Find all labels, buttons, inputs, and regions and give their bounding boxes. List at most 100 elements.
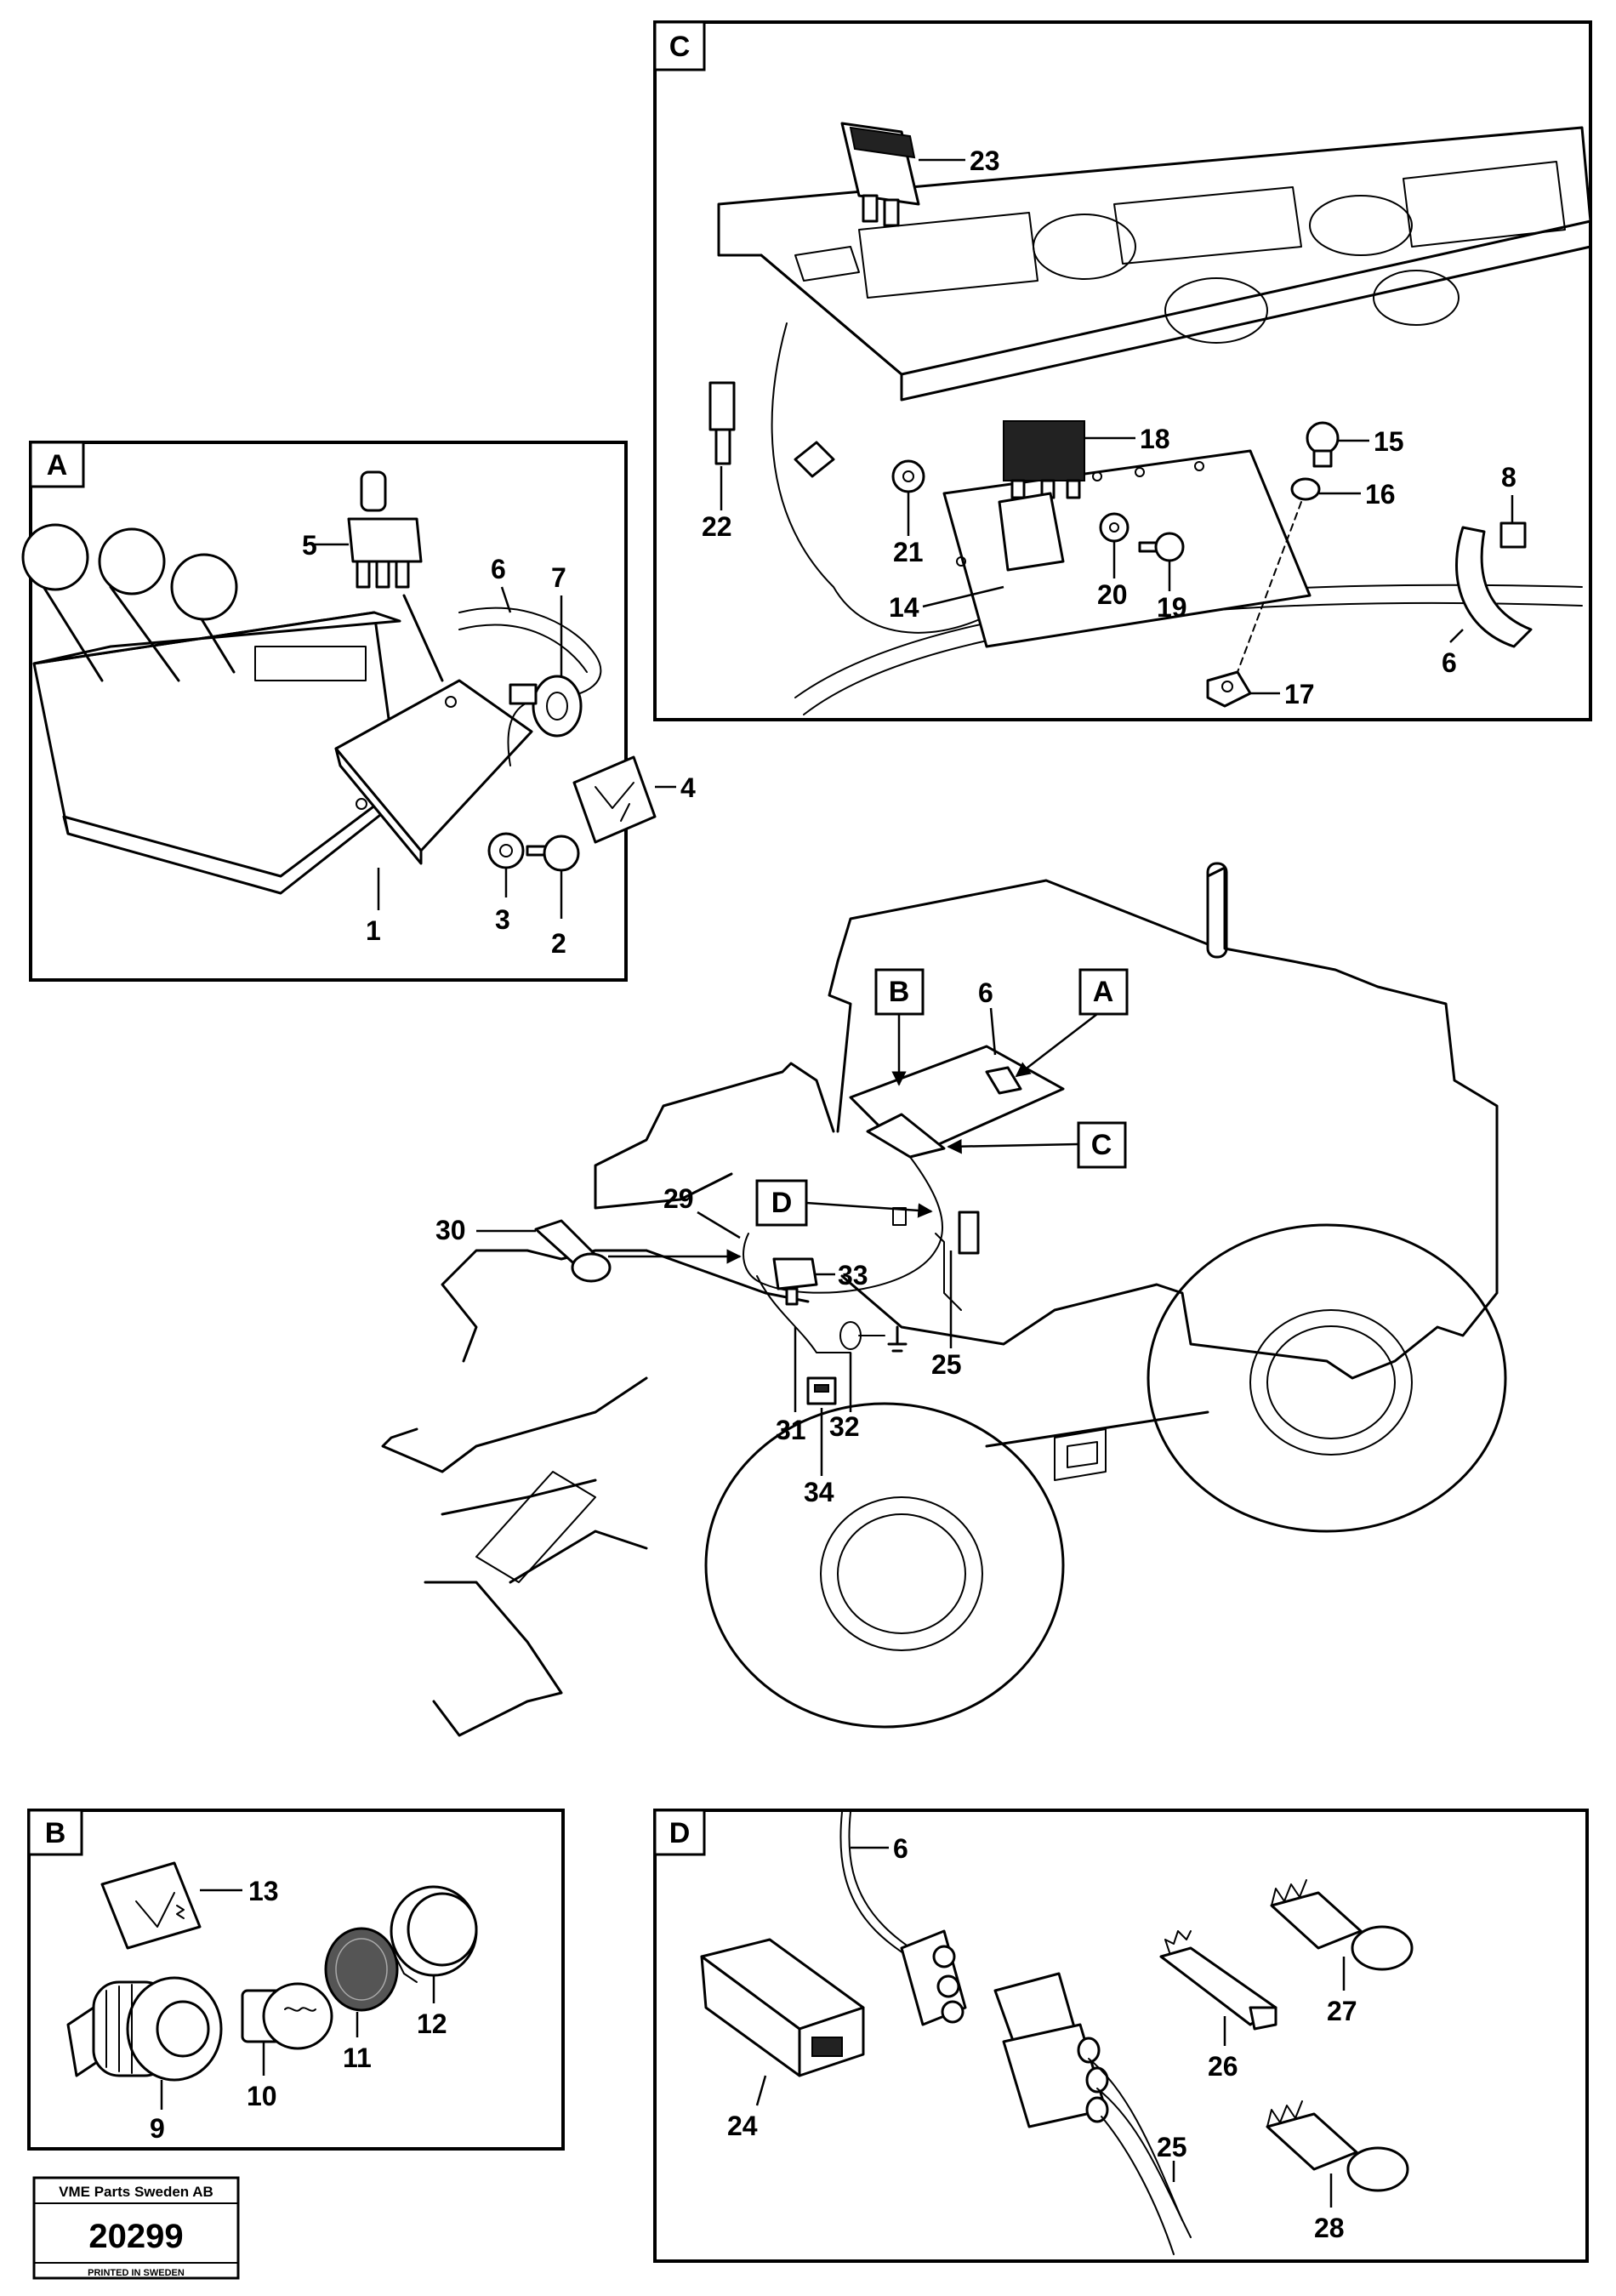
part-number-27: 27 — [1327, 1996, 1357, 2026]
panel-b-tag — [27, 1809, 83, 1856]
lens-filter — [324, 1927, 399, 2012]
dashboard-plate — [717, 126, 1592, 402]
overview-tag-a — [1078, 968, 1129, 1016]
part-number-8: 8 — [1501, 462, 1516, 493]
drawing-stamp: VME Parts Sweden AB 20299 PRINTED IN SWE… — [32, 2176, 240, 2280]
stamp-company: VME Parts Sweden AB — [59, 2184, 213, 2200]
plug-housing — [900, 1929, 967, 2026]
washer-20 — [1099, 512, 1129, 543]
panel-a-frame — [29, 441, 628, 982]
decal-4 — [572, 755, 657, 844]
part-number-6-overview: 6 — [978, 977, 993, 1008]
overview-label-a: A — [1093, 976, 1114, 1008]
overview-tag-c — [1077, 1121, 1127, 1169]
rocker-switch — [840, 122, 920, 227]
panel-d-tag — [653, 1809, 706, 1856]
part-number-20: 20 — [1097, 579, 1128, 610]
terminal-27 — [1270, 1879, 1414, 1971]
part-number-6-c: 6 — [1442, 647, 1457, 678]
panel-a: A 1 — [21, 441, 696, 982]
part-number-32: 32 — [829, 1411, 860, 1442]
part-number-3: 3 — [495, 904, 510, 935]
lever-console — [21, 523, 401, 895]
relay-socket — [998, 492, 1065, 572]
part-number-28: 28 — [1314, 2213, 1345, 2243]
overview-label-b: B — [889, 976, 910, 1008]
washer-16 — [1290, 477, 1321, 501]
terminal-28 — [1266, 2100, 1409, 2192]
relay-33 — [772, 1257, 818, 1306]
part-number-9: 9 — [150, 2113, 165, 2144]
panel-b: B 13 9 10 — [27, 1809, 565, 2151]
stamp-printed: PRINTED IN SWEDEN — [88, 2268, 185, 2278]
part-number-11: 11 — [343, 2042, 372, 2073]
part-number-25-overview: 25 — [931, 1349, 962, 1380]
panel-a-tag — [29, 441, 85, 488]
screw-2 — [526, 835, 580, 872]
washer-3 — [487, 832, 525, 869]
toggle-switch — [347, 470, 423, 589]
nut-21 — [891, 459, 925, 493]
part-number-4: 4 — [680, 772, 696, 803]
part-number-24: 24 — [727, 2111, 758, 2141]
part-number-33: 33 — [838, 1260, 868, 1290]
overview-label-d: D — [771, 1187, 793, 1219]
panel-a-label: A — [47, 449, 68, 481]
part-number-10: 10 — [247, 2081, 277, 2111]
panel-d-frame — [653, 1809, 1589, 2263]
grommet — [509, 675, 583, 738]
connector-34 — [806, 1376, 837, 1405]
part-number-5: 5 — [302, 530, 317, 561]
part-number-30: 30 — [435, 1215, 466, 1245]
part-number-26: 26 — [1208, 2051, 1238, 2082]
part-number-12: 12 — [417, 2008, 447, 2039]
panel-c-label: C — [669, 31, 691, 63]
part-number-25-d: 25 — [1157, 2132, 1187, 2162]
part-number-21: 21 — [893, 537, 924, 567]
lens-cap — [390, 1885, 478, 1983]
part-number-14: 14 — [889, 592, 919, 623]
relay — [1003, 420, 1085, 499]
nut-17 — [1206, 670, 1252, 708]
harness-plug — [794, 441, 835, 478]
connector-25 — [993, 1972, 1192, 2255]
part-number-34: 34 — [804, 1477, 834, 1507]
part-number-29: 29 — [663, 1183, 694, 1214]
overview-callouts: B A C D 6 30 29 33 25 31 32 34 — [435, 968, 1129, 1507]
part-number-17: 17 — [1284, 679, 1315, 709]
flat-connector — [708, 381, 736, 465]
part-number-6-d: 6 — [893, 1833, 908, 1864]
part-number-19: 19 — [1157, 592, 1187, 623]
part-number-13: 13 — [248, 1876, 279, 1906]
machine-overview — [381, 862, 1507, 1737]
harness-overview — [534, 1045, 1065, 1405]
part-number-15: 15 — [1374, 426, 1404, 457]
connector-24 — [700, 1938, 865, 2077]
terminal-26 — [1159, 1930, 1277, 2031]
panel-b-label: B — [45, 1817, 66, 1849]
panel-d-label: D — [669, 1817, 691, 1849]
part-number-16: 16 — [1365, 479, 1396, 510]
socket-30 — [534, 1219, 612, 1283]
switch-module — [334, 679, 533, 865]
panel-d: D 6 24 — [653, 1809, 1589, 2263]
panel-c-frame — [653, 20, 1592, 721]
panel-c: C 23 22 — [653, 20, 1592, 721]
part-number-1: 1 — [366, 915, 381, 946]
part-number-31: 31 — [776, 1415, 806, 1445]
wire-harness-c — [771, 322, 1021, 634]
stamp-drawing-number: 20299 — [88, 2218, 183, 2255]
overview-label-c: C — [1091, 1129, 1112, 1161]
part-number-7: 7 — [551, 562, 566, 593]
bulb — [241, 1982, 333, 2050]
panel-b-frame — [27, 1809, 565, 2151]
lamp-housing — [66, 1976, 223, 2082]
panel-c-tag — [653, 20, 706, 71]
part-number-2: 2 — [551, 928, 566, 959]
overview-tag-d — [755, 1179, 808, 1227]
screw-15 — [1306, 421, 1340, 468]
relay-bracket — [942, 449, 1312, 648]
part-number-23: 23 — [970, 145, 1000, 176]
